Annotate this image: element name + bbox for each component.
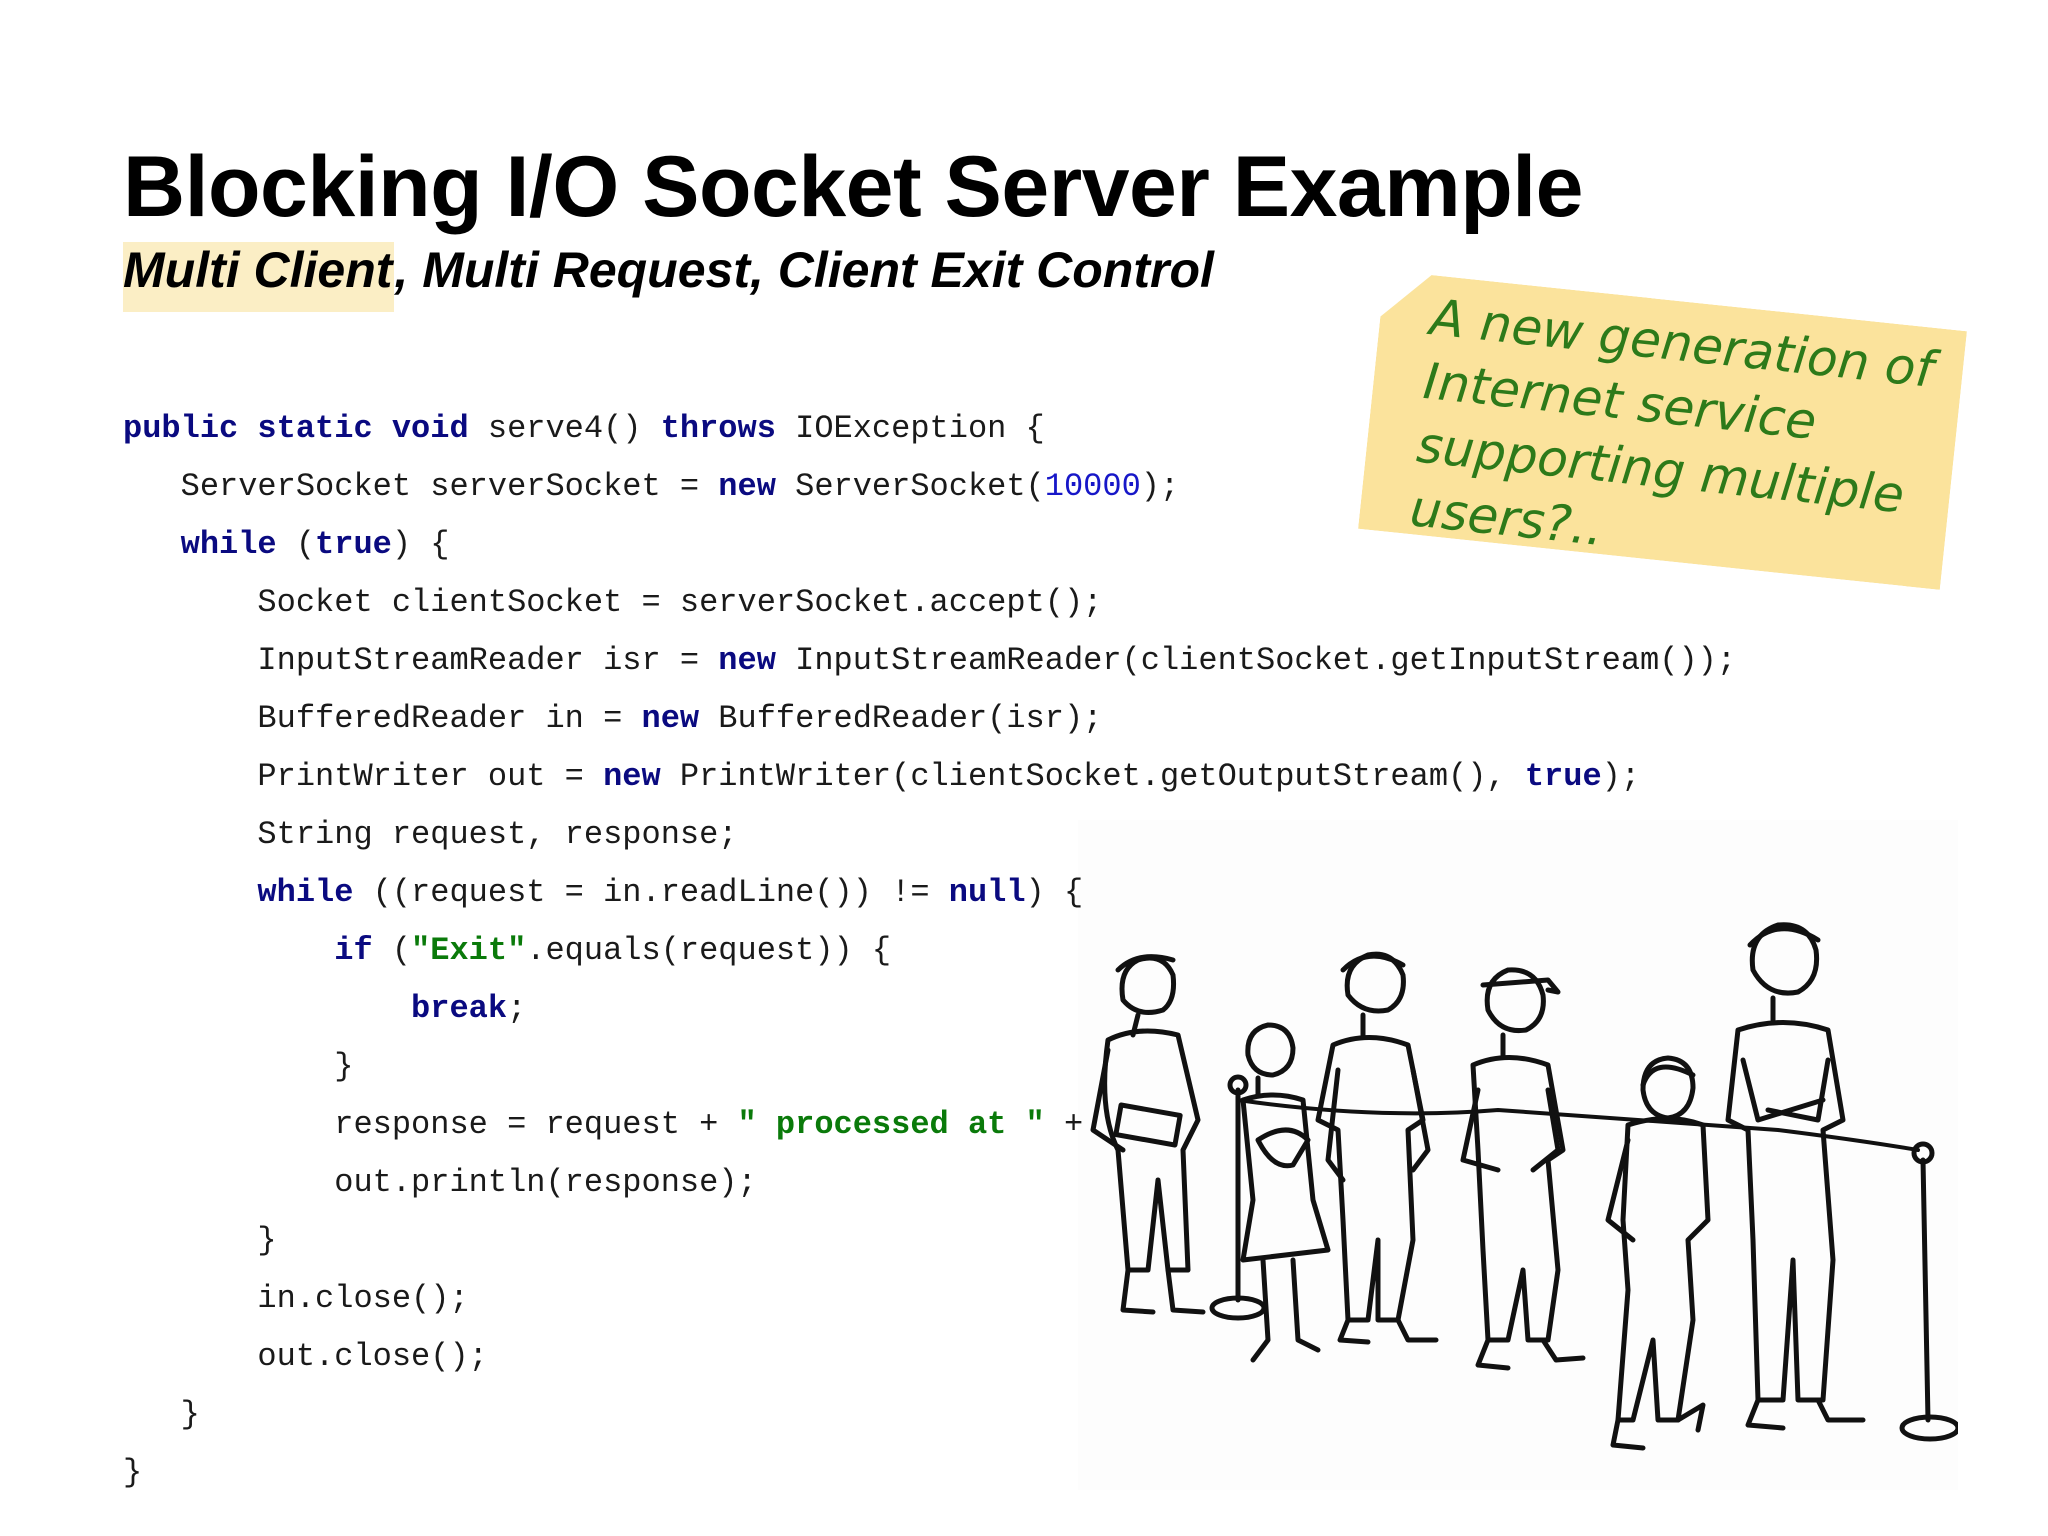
code-block: public static void serve4() throws IOExc… — [123, 400, 1736, 1502]
code-line: String request, response; — [123, 816, 738, 853]
queue-illustration — [1078, 820, 1961, 1490]
person-icon — [1240, 1022, 1331, 1363]
code-line: response = request + " processed at " + — [123, 1106, 1084, 1143]
slide-title: Blocking I/O Socket Server Example — [123, 139, 1583, 235]
code-line-highlighted: } — [123, 1386, 1736, 1444]
person-icon — [1725, 922, 1866, 1431]
code-line: out.close(); — [123, 1338, 488, 1375]
code-line: if ("Exit".equals(request)) { — [334, 932, 892, 969]
code-line: in.close(); — [123, 1280, 469, 1317]
code-line: } — [123, 1454, 143, 1491]
code-line: InputStreamReader isr = new InputStreamR… — [123, 642, 1737, 679]
slide-subtitle: Multi Client, Multi Request, Client Exit… — [123, 240, 1214, 312]
stanchion-icon — [1209, 1074, 1267, 1321]
code-line: while ((request = in.readLine()) != null… — [257, 874, 1084, 911]
code-line: break; — [411, 990, 527, 1027]
code-line: BufferedReader in = new BufferedReader(i… — [123, 700, 1103, 737]
code-line: } — [123, 1222, 277, 1259]
queue-rope — [1236, 1098, 1920, 1152]
code-line: public static void serve4() throws IOExc… — [123, 410, 1045, 447]
people-queue-sketch — [1090, 922, 1961, 1451]
code-line: PrintWriter out = new PrintWriter(client… — [123, 758, 1641, 795]
person-icon — [1605, 1055, 1711, 1451]
code-line: Socket clientSocket = serverSocket.accep… — [123, 584, 1103, 621]
code-line-highlighted: while (true) { — [123, 516, 1736, 574]
subtitle-highlight: Multi Client — [123, 242, 395, 312]
code-line: out.println(response); — [123, 1164, 757, 1201]
person-icon — [1460, 967, 1586, 1371]
person-icon — [1315, 951, 1439, 1345]
person-icon — [1090, 954, 1206, 1315]
stanchion-icon — [1899, 1141, 1961, 1442]
subtitle-rest: , Multi Request, Client Exit Control — [394, 242, 1214, 298]
code-line: } — [123, 1048, 354, 1085]
code-line: ServerSocket serverSocket = new ServerSo… — [123, 468, 1180, 505]
